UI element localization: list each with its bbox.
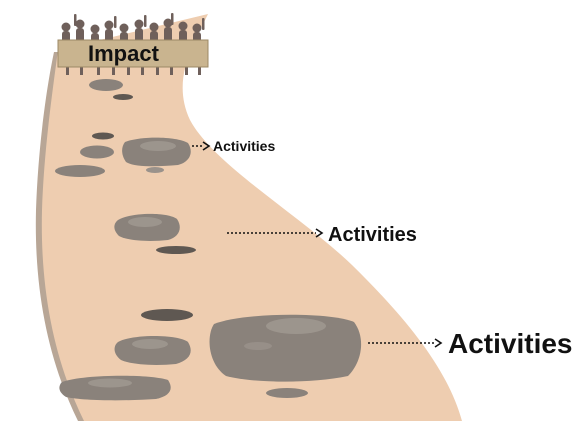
activities-label-small: Activities bbox=[213, 138, 275, 154]
stone bbox=[92, 133, 114, 140]
stone bbox=[122, 138, 191, 167]
activities-label-medium: Activities bbox=[328, 224, 417, 246]
impact-banner: Impact bbox=[58, 40, 208, 67]
stone bbox=[114, 214, 179, 241]
stone bbox=[146, 167, 164, 173]
stone bbox=[156, 246, 196, 254]
stone bbox=[141, 309, 193, 321]
stone bbox=[266, 388, 308, 398]
banner-title: Impact bbox=[88, 41, 160, 66]
activities-label-large: Activities bbox=[448, 328, 573, 359]
stone bbox=[80, 146, 114, 159]
stone bbox=[115, 336, 191, 365]
stone bbox=[55, 165, 105, 177]
stone bbox=[59, 376, 170, 401]
stone bbox=[89, 79, 123, 91]
stone bbox=[210, 315, 362, 382]
stone bbox=[113, 94, 133, 100]
